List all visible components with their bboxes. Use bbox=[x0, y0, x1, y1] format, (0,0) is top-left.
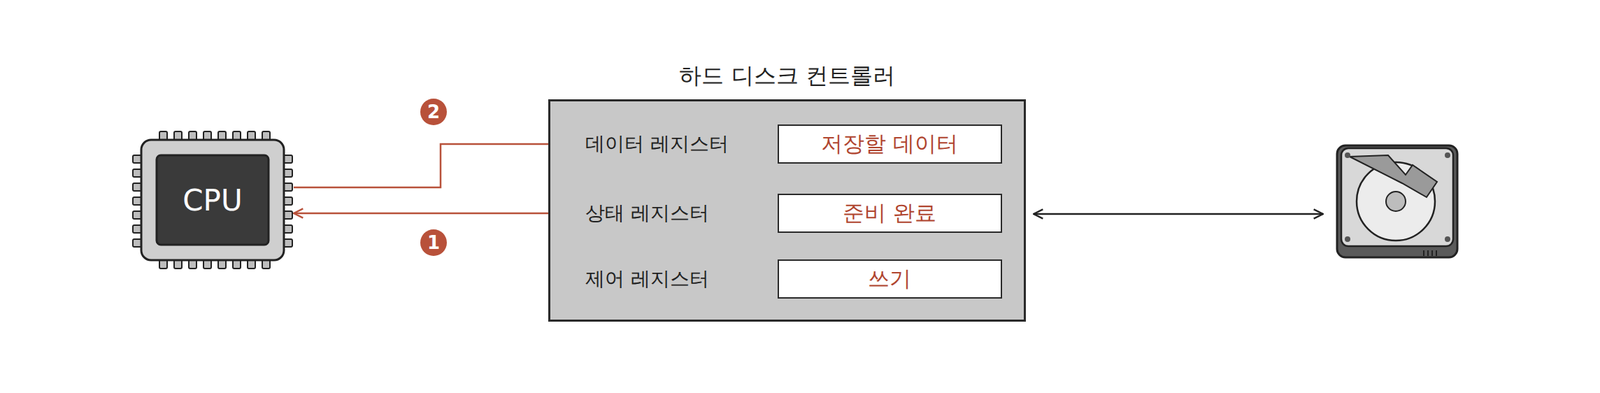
controller-title: 하드 디스크 컨트롤러 bbox=[679, 60, 895, 92]
data-arrow bbox=[293, 212, 579, 215]
register-value-box: 저장할 데이터 bbox=[777, 124, 1003, 164]
cpu-chip: CPU bbox=[131, 130, 294, 270]
register-row: 데이터 레지스터 저장할 데이터 bbox=[578, 124, 1003, 164]
data-arrow bbox=[293, 144, 579, 188]
register-row: 상태 레지스터 준비 완료 bbox=[578, 193, 1003, 233]
hard-disk-icon bbox=[1337, 145, 1458, 258]
register-name: 데이터 레지스터 bbox=[585, 130, 729, 158]
register-row: 제어 레지스터 쓰기 bbox=[578, 259, 1003, 299]
register-value-box: 준비 완료 bbox=[777, 193, 1003, 233]
controller-box: 하드 디스크 컨트롤러데이터 레지스터저장할 데이터상태 레지스터준비 완료제어… bbox=[548, 99, 1026, 322]
register-name: 상태 레지스터 bbox=[585, 200, 710, 227]
register-value: 저장할 데이터 bbox=[820, 129, 959, 159]
register-value: 쓰기 bbox=[867, 264, 912, 294]
register-name: 제어 레지스터 bbox=[585, 265, 710, 293]
callout-number: 1 bbox=[420, 229, 447, 256]
register-value: 준비 완료 bbox=[842, 198, 937, 228]
chip-label: CPU bbox=[182, 183, 242, 218]
bus-arrow bbox=[1033, 213, 1324, 216]
callout-number: 2 bbox=[420, 98, 447, 126]
register-value-box: 쓰기 bbox=[777, 259, 1003, 299]
